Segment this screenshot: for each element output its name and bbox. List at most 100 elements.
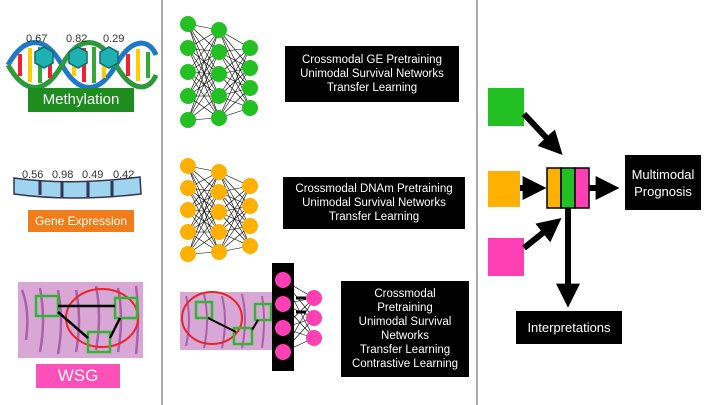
network-edge (187, 171, 220, 211)
dnam-network-diagram (180, 158, 258, 262)
network-edge (187, 23, 220, 75)
network-node (180, 112, 196, 128)
network-node (306, 310, 322, 326)
network-node (180, 64, 196, 80)
network-edge (218, 29, 251, 109)
wsi-network-diagram (275, 272, 322, 360)
multimodal-prognosis-box: Multimodal Prognosis (625, 155, 701, 210)
network-node (242, 80, 258, 96)
gene-expression-value-3: 0.49 (82, 169, 104, 181)
dna-helix-image (5, 40, 159, 90)
network-edge (187, 171, 220, 255)
dnam-line-2: Unimodal Survival Networks (302, 197, 446, 209)
network-edge (218, 67, 251, 119)
methylation-value-3: 0.29 (103, 33, 125, 45)
gene-expression-value-2: 0.98 (52, 169, 74, 181)
chromosome-image (13, 176, 142, 199)
network-node (211, 88, 227, 104)
network-node (242, 218, 258, 234)
network-edge (218, 47, 251, 119)
network-node (211, 44, 227, 60)
dnam-network-description: Crossmodal DNAm Pretraining Unimodal Sur… (283, 177, 465, 229)
fusion-arrows (520, 111, 620, 308)
methylation-label: Methylation (28, 88, 134, 112)
network-edge (187, 47, 220, 119)
orange-embedding-square (488, 171, 520, 207)
network-node (242, 60, 258, 76)
histology-slide-image (18, 282, 143, 358)
network-node (211, 164, 227, 180)
interpretations-box: Interpretations (516, 311, 622, 344)
network-node (211, 110, 227, 126)
network-edge (218, 185, 251, 253)
gene-expression-value-1: 0.56 (22, 169, 44, 181)
network-node (242, 238, 258, 254)
network-node (211, 224, 227, 240)
network-edge (187, 29, 220, 97)
network-edge (187, 165, 220, 233)
network-edge (187, 23, 220, 119)
network-edge (187, 187, 220, 253)
wsi-line-4: Networks (381, 330, 429, 342)
network-node (180, 40, 196, 56)
network-edge (187, 51, 220, 97)
network-edge (218, 205, 251, 253)
network-node (242, 100, 258, 116)
network-edge (187, 47, 220, 97)
network-node (242, 198, 258, 214)
pink-embedding-square (488, 238, 524, 276)
network-edge (218, 185, 251, 233)
histology-slide-thumbnail (180, 291, 273, 350)
network-edge (218, 29, 251, 69)
ge-line-1: Crossmodal GE Pretraining (302, 54, 442, 66)
network-edge (187, 73, 220, 121)
network-node (275, 320, 291, 336)
network-edge (187, 165, 220, 213)
network-edge (187, 71, 220, 119)
network-node (306, 290, 322, 306)
network-node (275, 296, 291, 312)
network-node (211, 184, 227, 200)
network-node (211, 244, 227, 260)
network-edge (218, 47, 251, 97)
ge-network-description: Crossmodal GE Pretraining Unimodal Survi… (285, 46, 459, 102)
network-node (180, 224, 196, 240)
network-edge (187, 29, 220, 121)
network-node (211, 22, 227, 38)
network-node (211, 66, 227, 82)
methylation-value-1: 0.67 (26, 33, 48, 45)
wsi-line-5: Transfer Learning (359, 344, 451, 356)
network-node (211, 204, 227, 220)
methylation-value-2: 0.82 (66, 33, 88, 45)
network-node (306, 330, 322, 346)
network-edge (218, 51, 251, 109)
dnam-line-1: Crossmodal DNAm Pretraining (295, 183, 453, 195)
wsi-line-6: Contrastive Learning (351, 358, 459, 370)
network-node (180, 246, 196, 262)
network-node (242, 40, 258, 56)
network-edge (218, 29, 251, 89)
wsi-line-1: Crossmodal (374, 288, 436, 300)
network-edge (282, 279, 315, 339)
wsi-line-3: Unimodal Survival (358, 316, 452, 328)
network-edge (187, 29, 220, 73)
ge-network-diagram (180, 16, 258, 128)
network-node (275, 344, 291, 360)
network-edge (187, 51, 220, 121)
dnam-line-3: Transfer Learning (328, 211, 420, 223)
network-edge (187, 191, 220, 255)
network-node (180, 158, 196, 174)
gene-expression-value-4: 0.42 (113, 169, 135, 181)
gene-expression-label: Gene Expression (28, 210, 134, 232)
network-node (180, 180, 196, 196)
network-node (275, 272, 291, 288)
wsg-label: WSG (36, 364, 120, 388)
network-node (180, 202, 196, 218)
network-node (180, 88, 196, 104)
wsi-line-2: Pretraining (377, 302, 433, 314)
network-node (180, 16, 196, 32)
wsi-network-description: Crossmodal Pretraining Unimodal Survival… (341, 281, 469, 377)
network-edge (187, 191, 220, 233)
ge-line-2: Unimodal Survival Networks (300, 68, 444, 80)
